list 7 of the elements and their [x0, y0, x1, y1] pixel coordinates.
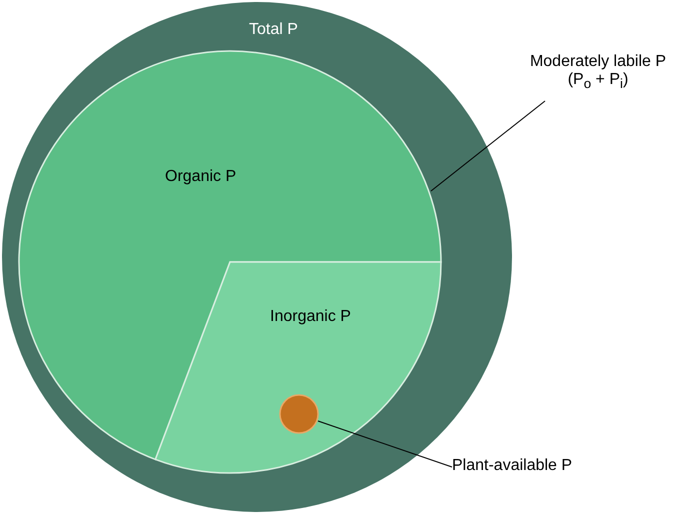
callout-text: Moderately labile P (P$_{o}$ + P$_{i}$) [528, 53, 668, 92]
region-label: Organic P [165, 168, 236, 186]
region-label: Inorganic P [270, 308, 351, 326]
leader-line [318, 420, 452, 468]
leader-line [430, 100, 546, 192]
callout-text: Plant-available P [452, 457, 572, 475]
circle-label: Total P [249, 21, 298, 39]
